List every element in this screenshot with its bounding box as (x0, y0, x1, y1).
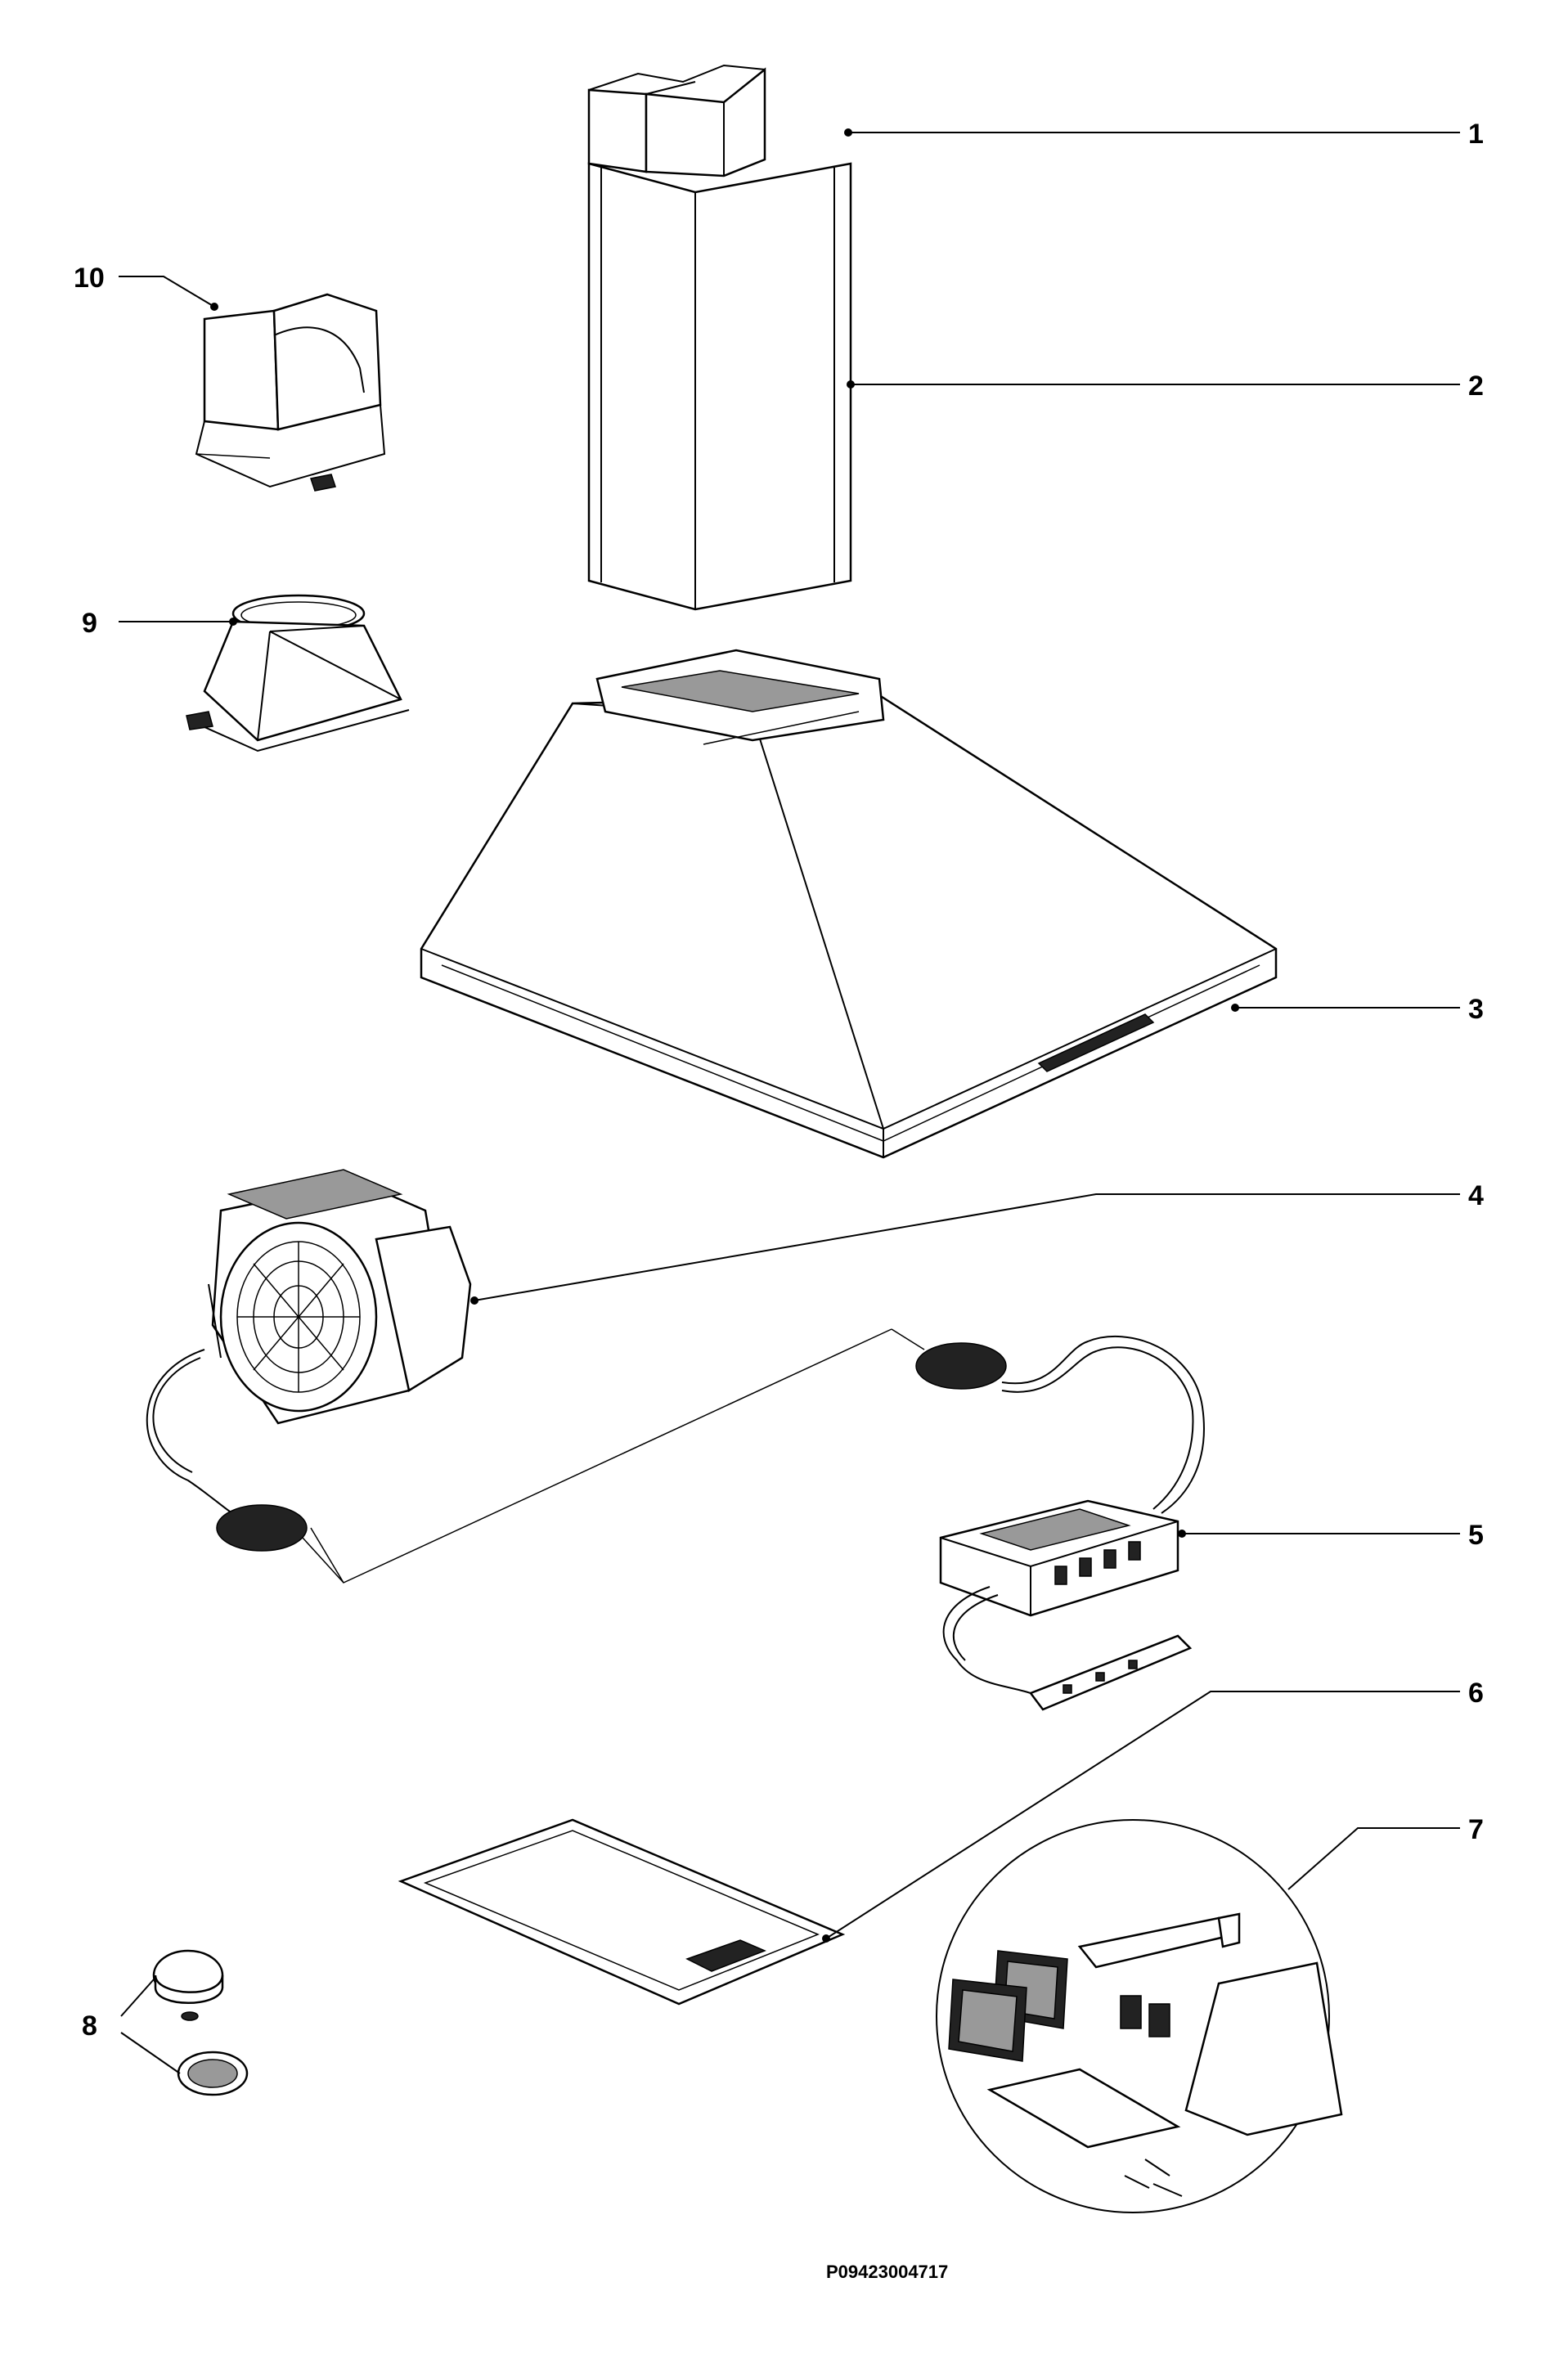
callout-3: 3 (1468, 994, 1484, 1025)
part-lower-chimney (587, 162, 852, 611)
part-grease-filter (398, 1818, 846, 2006)
callout-8: 8 (82, 2010, 97, 2042)
part-hood-canopy (420, 649, 1278, 1159)
document-code: P09423004717 (826, 2262, 948, 2282)
part-fan-motor (146, 1169, 472, 1584)
callout-1: 1 (1468, 119, 1484, 150)
callout-4: 4 (1468, 1180, 1484, 1211)
callout-labels: 1 2 3 4 5 6 7 8 9 10 (74, 119, 1484, 2042)
part-air-deflector (195, 293, 386, 492)
callout-7: 7 (1468, 1814, 1484, 1845)
part-upper-chimney (587, 64, 766, 177)
part-control-module (915, 1335, 1205, 1711)
callout-6: 6 (1468, 1678, 1484, 1709)
leader-lines (119, 128, 1460, 2074)
callout-5: 5 (1468, 1520, 1484, 1551)
part-duct-adapter (186, 594, 410, 752)
connection-cable (302, 1328, 925, 1584)
callout-2: 2 (1468, 371, 1484, 402)
callout-9: 9 (82, 608, 97, 639)
part-accessory-kit (936, 1819, 1343, 2213)
part-knob-cap (152, 1949, 249, 2096)
callout-10: 10 (74, 263, 105, 294)
